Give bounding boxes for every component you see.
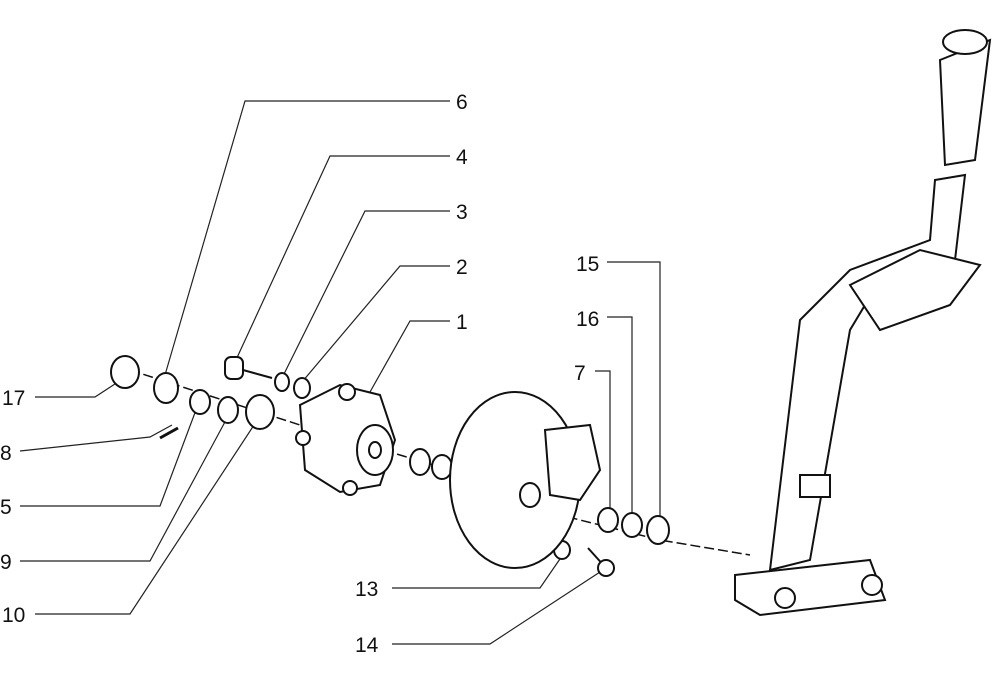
callout-2: 2 <box>456 256 468 279</box>
callout-15: 15 <box>576 253 599 276</box>
callout-9: 9 <box>0 551 12 574</box>
callout-5: 5 <box>0 496 12 519</box>
leader-lines <box>19 100 661 645</box>
front-fork <box>734 29 992 617</box>
wheel-hub <box>295 383 397 496</box>
callout-3: 3 <box>456 201 468 224</box>
callout-14: 14 <box>355 634 379 657</box>
callout-13: 13 <box>355 578 378 601</box>
brake-disc <box>449 391 602 569</box>
callout-4: 4 <box>456 146 468 169</box>
callout-6: 6 <box>456 91 468 114</box>
small-parts <box>110 355 670 577</box>
callout-10: 10 <box>2 604 25 627</box>
callout-8: 8 <box>0 442 12 465</box>
callout-labels: 6 4 3 2 1 15 16 7 17 8 5 9 10 13 14 <box>0 91 599 657</box>
callout-7: 7 <box>574 362 586 385</box>
callout-16: 16 <box>576 308 599 331</box>
callout-17: 17 <box>2 387 25 410</box>
callout-1: 1 <box>456 311 468 334</box>
